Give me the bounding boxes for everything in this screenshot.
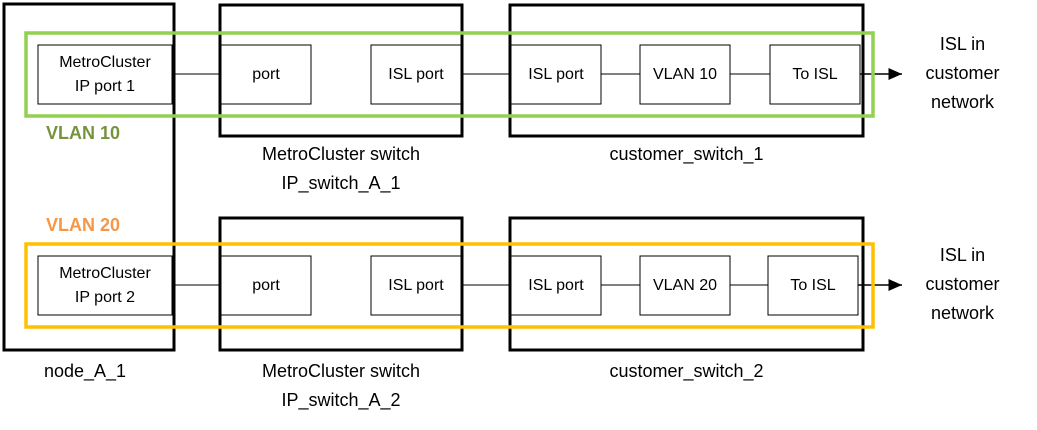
cs1-vlan-box <box>639 44 731 105</box>
mc2-port-box <box>220 255 312 316</box>
cs1-to-isl-box <box>769 44 861 105</box>
mc1-isl-port-box <box>370 44 462 105</box>
mc-ip-port-2-label: MetroCluster IP port 2 <box>38 256 172 315</box>
vlan-10-outline <box>24 31 875 118</box>
cs2-to-isl-box <box>767 255 859 316</box>
customer-switch-1-box <box>508 3 865 138</box>
caption-line2: IP_switch_A_2 <box>281 390 401 410</box>
cs2-isl-port-label: ISL port <box>528 276 584 294</box>
cs2-isl-port-box <box>510 255 602 316</box>
dest-line3: network <box>930 303 995 323</box>
port-label-line2: IP port 2 <box>74 288 136 306</box>
mc1-port-box <box>220 44 312 105</box>
port-label-line2: IP port 1 <box>74 77 136 95</box>
mc-ip-port-2-box <box>37 255 173 316</box>
mc-switch-1-caption: MetroCluster switch IP_switch_A_1 <box>210 140 472 198</box>
cs2-vlan-label: VLAN 20 <box>652 276 718 294</box>
cs2-to-isl-label: To ISL <box>790 276 836 294</box>
customer-switch-2-caption: customer_switch_2 <box>609 361 764 381</box>
cs1-isl-port-label: ISL port <box>528 65 584 83</box>
mc-switch-1-box <box>218 3 464 138</box>
node-a1-box <box>2 2 176 352</box>
vlan-20-label: VLAN 20 <box>46 215 121 235</box>
dest-line2: customer <box>925 63 1000 83</box>
vlan-10-label: VLAN 10 <box>46 123 121 143</box>
mc1-port-label: port <box>252 65 280 83</box>
customer-switch-2-box <box>508 216 865 352</box>
mc-switch-2-caption: MetroCluster switch IP_switch_A_2 <box>210 357 472 415</box>
mc-ip-port-1-label: MetroCluster IP port 1 <box>38 45 172 104</box>
dest-line2: customer <box>925 274 1000 294</box>
dest-line3: network <box>930 92 995 112</box>
destination-2-label: ISL in customer network <box>905 241 1020 328</box>
dest-line1: ISL in <box>939 34 986 54</box>
vlan-20-outline <box>24 242 875 329</box>
port-label-line1: MetroCluster <box>59 53 151 71</box>
port-label-line1: MetroCluster <box>59 264 151 282</box>
mc2-port-label: port <box>252 276 280 294</box>
mc2-isl-port-label: ISL port <box>388 276 444 294</box>
dest-line1: ISL in <box>939 245 986 265</box>
destination-1-label: ISL in customer network <box>905 30 1020 117</box>
cs1-vlan-label: VLAN 10 <box>652 65 718 83</box>
caption-line2: IP_switch_A_1 <box>281 173 401 193</box>
node-a1-caption: node_A_1 <box>43 361 127 381</box>
cs2-vlan-box <box>639 255 731 316</box>
caption-line1: MetroCluster switch <box>261 144 421 164</box>
mc1-isl-port-label: ISL port <box>388 65 444 83</box>
caption-line1: MetroCluster switch <box>261 361 421 381</box>
customer-switch-1-caption: customer_switch_1 <box>609 144 764 164</box>
mc-switch-2-box <box>218 216 464 352</box>
cs1-to-isl-label: To ISL <box>792 65 838 83</box>
